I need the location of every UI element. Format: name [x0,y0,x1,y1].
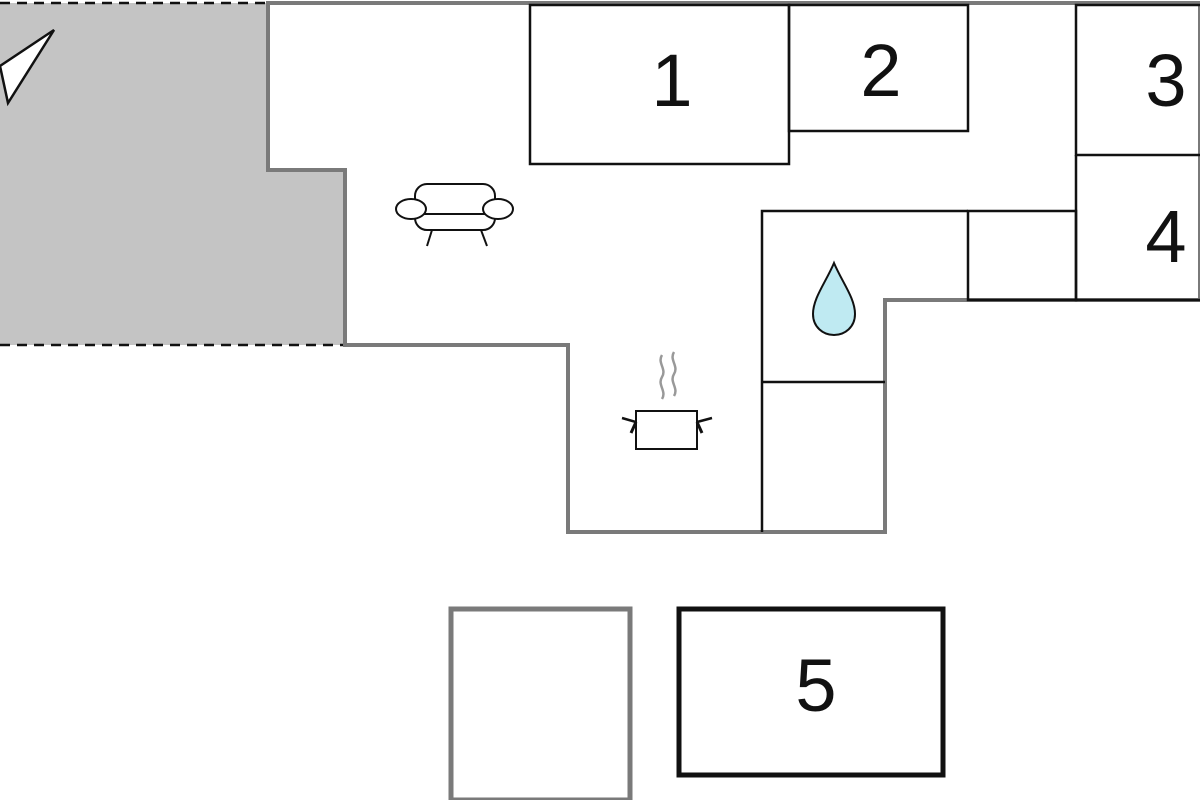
small-room [966,209,1078,302]
room-4-label: 4 [1145,195,1186,278]
room-5-label: 5 [795,644,836,727]
sofa-icon [395,183,514,247]
outer-wall [266,1,1200,534]
room-2 [787,3,970,133]
compass-north-icon [0,28,56,107]
room-3 [1074,3,1200,157]
room-1-label: 1 [651,39,692,122]
cooking-pot-icon [621,351,713,450]
bathroom [760,209,968,532]
outbuilding [448,606,633,800]
room-2-label: 2 [860,29,901,112]
water-drop-icon [811,260,857,337]
room-3-label: 3 [1145,39,1186,122]
room-5 [676,606,946,778]
